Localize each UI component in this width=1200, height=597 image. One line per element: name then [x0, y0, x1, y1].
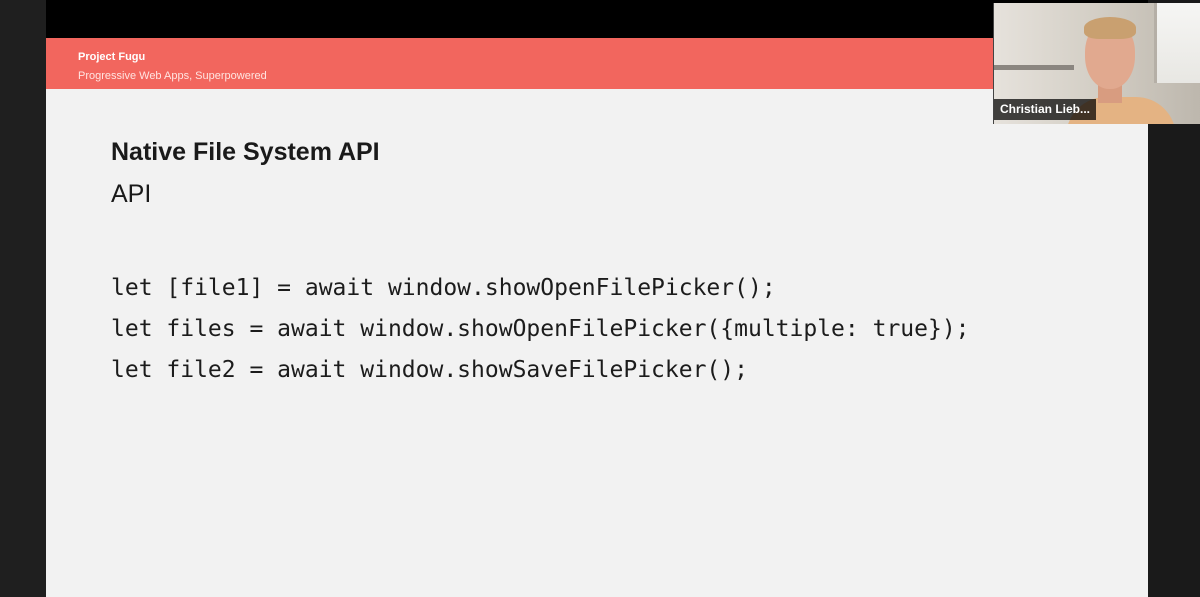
presentation-slide: Project Fugu Progressive Web Apps, Super…	[46, 38, 1148, 597]
slide-header: Project Fugu Progressive Web Apps, Super…	[46, 38, 1148, 89]
slide-subtitle: API	[111, 180, 152, 208]
code-line-2: let files = await window.showOpenFilePic…	[111, 316, 970, 342]
participant-neck	[1098, 85, 1122, 103]
header-title: Project Fugu	[78, 51, 146, 63]
participant-name-label: Christian Lieb...	[994, 99, 1097, 120]
code-line-1: let [file1] = await window.showOpenFileP…	[111, 275, 776, 301]
participant-hair	[1084, 17, 1136, 39]
top-screen-bar	[46, 0, 1148, 38]
video-background-shelf	[994, 65, 1074, 70]
code-block: let [file1] = await window.showOpenFileP…	[111, 268, 970, 391]
slide-title: Native File System API	[111, 138, 380, 166]
participant-video-tile[interactable]: Christian Lieb...	[993, 3, 1200, 124]
video-background-window	[1154, 3, 1200, 83]
code-line-3: let file2 = await window.showSaveFilePic…	[111, 357, 748, 383]
header-subtitle: Progressive Web Apps, Superpowered	[78, 70, 267, 82]
